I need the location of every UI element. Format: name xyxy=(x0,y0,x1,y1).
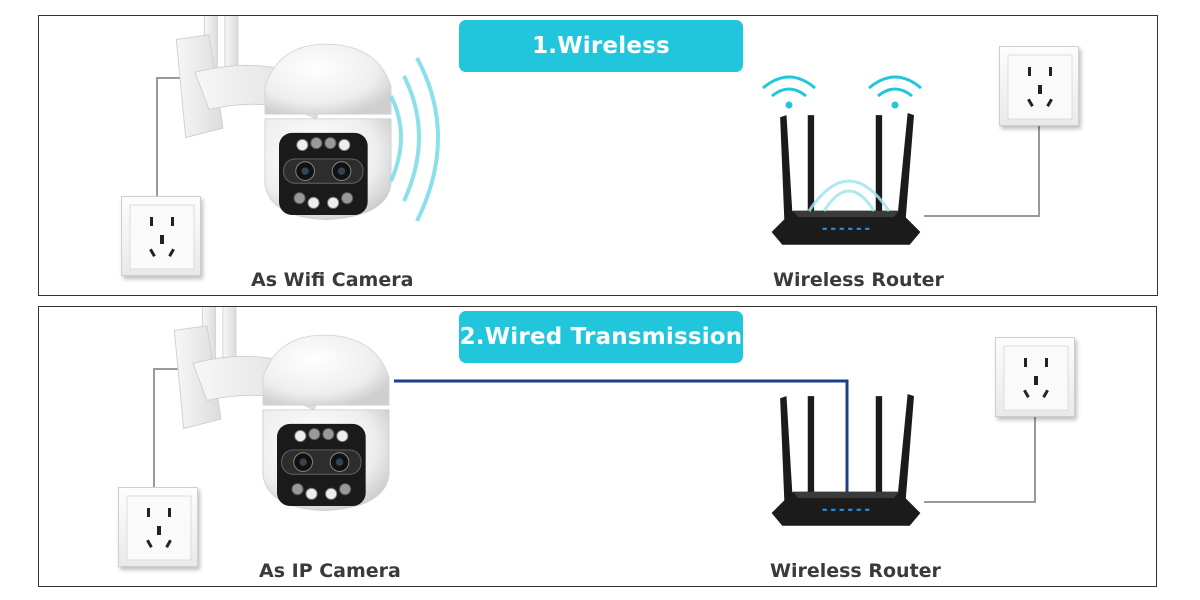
panel-title: 1.Wireless Transmission xyxy=(459,20,743,111)
wifi-icon xyxy=(762,75,922,109)
wireless-scene xyxy=(156,16,1040,245)
panel-title: 2.Wired Transmission xyxy=(459,311,743,363)
router-waves xyxy=(807,179,891,212)
router-icon xyxy=(771,113,921,245)
wired-transmission-panel: 2.Wired Transmission As IP Camera Wirele… xyxy=(38,306,1157,587)
router-power-cable xyxy=(924,126,1040,217)
wireless-transmission-panel: 1.Wireless Transmission As Wifi Camera W… xyxy=(38,15,1158,296)
router-power-cable xyxy=(924,407,1036,503)
router-label: Wireless Router xyxy=(773,269,944,291)
ethernet-cable xyxy=(394,379,849,503)
camera-icon xyxy=(175,16,392,221)
camera-label: As IP Camera xyxy=(259,560,401,582)
wifi-icon xyxy=(389,57,440,222)
power-outlet-icon xyxy=(118,487,198,567)
camera-label: As Wifi Camera xyxy=(251,269,414,291)
power-outlet-icon xyxy=(121,196,201,276)
power-outlet-icon xyxy=(995,337,1075,417)
router-label: Wireless Router xyxy=(770,560,941,582)
wired-scene xyxy=(153,307,1036,526)
power-outlet-icon xyxy=(999,46,1079,126)
camera-icon xyxy=(173,307,390,512)
